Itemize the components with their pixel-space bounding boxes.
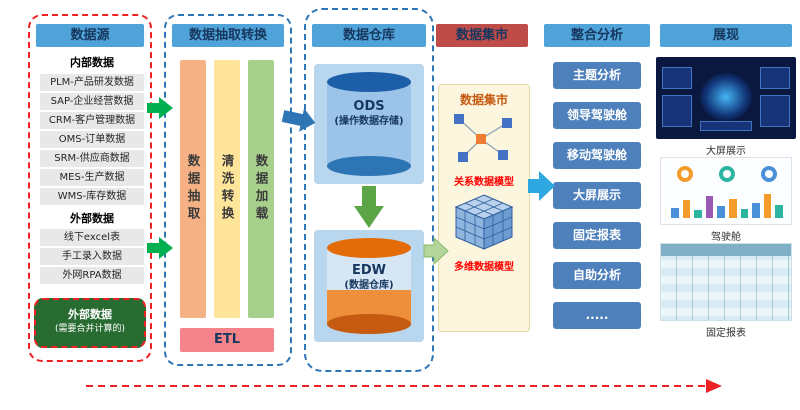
edw-cylinder-bottom xyxy=(327,314,411,334)
ods-cylinder-bottom xyxy=(327,156,411,176)
header-analysis: 整合分析 xyxy=(544,24,650,47)
edw-title: EDW xyxy=(351,263,386,278)
warehouse-column-border xyxy=(304,8,434,372)
analysis-item-leader-cockpit: 领导驾驶舱 xyxy=(553,102,641,129)
group-label-internal-data: 内部数据 xyxy=(70,56,114,69)
ods-title: ODS xyxy=(353,99,385,114)
etl-label: ETL xyxy=(180,328,274,352)
arrow-datamart-to-analysis xyxy=(528,171,555,201)
bigscreen-panel xyxy=(760,95,790,127)
edw-cylinder-top xyxy=(327,238,411,258)
bigscreen-preview-label: 大屏展示 xyxy=(706,146,746,157)
header-presentation: 展现 xyxy=(660,24,792,47)
data-mart-title: 数据集市 xyxy=(459,93,508,107)
bigscreen-panel xyxy=(662,67,692,89)
bigscreen-preview-image xyxy=(656,57,796,139)
gauge-donut xyxy=(719,166,735,182)
etl-bar-load: 数据加载 xyxy=(248,60,274,318)
cockpit-bar-chart xyxy=(671,192,783,218)
header-data-mart: 数据集市 xyxy=(436,24,528,47)
etl-bar-extract: 数据抽取 xyxy=(180,60,206,318)
ods-cylinder: ODS (操作数据存储) xyxy=(327,72,411,176)
data-source-item: MES-生产数据 xyxy=(40,169,144,186)
analysis-item-bigscreen: 大屏展示 xyxy=(553,182,641,209)
bottom-flow-arrowhead xyxy=(706,379,722,393)
data-source-item: PLM-产品研发数据 xyxy=(40,74,144,91)
external-merge-data-box: 外部数据 (需要合并计算的) xyxy=(34,298,146,348)
ods-text: ODS (操作数据存储) xyxy=(327,98,411,128)
data-source-item: 线下excel表 xyxy=(40,229,144,246)
header-data-source: 数据源 xyxy=(36,24,144,47)
report-preview-label: 固定报表 xyxy=(706,328,746,339)
data-source-item: 手工录入数据 xyxy=(40,248,144,265)
bigscreen-panel xyxy=(760,67,790,89)
group-label-external-data: 外部数据 xyxy=(70,212,114,225)
ods-cylinder-top xyxy=(327,72,411,92)
external-merge-data-subtitle: (需要合并计算的) xyxy=(54,324,126,334)
data-source-item: OMS-订单数据 xyxy=(40,131,144,148)
ods-cylinder-body xyxy=(327,82,411,166)
bigscreen-glow xyxy=(700,73,752,121)
analysis-item-theme-analysis: 主题分析 xyxy=(553,62,641,89)
multidim-model-label: 多维数据模型 xyxy=(454,262,514,273)
data-mart-box xyxy=(438,84,530,332)
data-source-item: WMS-库存数据 xyxy=(40,188,144,205)
edw-subtitle: (数据仓库) xyxy=(344,280,394,291)
header-warehouse: 数据仓库 xyxy=(312,24,426,47)
data-source-column-border xyxy=(28,14,152,362)
etl-column-border xyxy=(164,14,292,366)
data-source-item: CRM-客户管理数据 xyxy=(40,112,144,129)
cockpit-preview-label: 驾驶舱 xyxy=(711,232,741,243)
data-source-item: 外网RPA数据 xyxy=(40,267,144,284)
report-preview-image xyxy=(660,243,792,321)
etl-bar-clean-transform: 清洗转换 xyxy=(214,60,240,318)
bigscreen-panel xyxy=(662,95,692,127)
analysis-item-more: ..... xyxy=(553,302,641,329)
external-merge-data-title: 外部数据 xyxy=(68,308,112,321)
ods-subtitle: (操作数据存储) xyxy=(334,116,404,127)
edw-cylinder-body xyxy=(327,248,411,324)
gauge-donut xyxy=(761,166,777,182)
analysis-item-fixed-report: 固定报表 xyxy=(553,222,641,249)
data-source-item: SRM-供应商数据 xyxy=(40,150,144,167)
cockpit-preview-image xyxy=(660,157,792,225)
bigscreen-panel xyxy=(700,121,752,131)
gauge-donut xyxy=(677,166,693,182)
relational-model-label: 关系数据模型 xyxy=(454,177,514,188)
header-etl: 数据抽取转换 xyxy=(172,24,284,47)
analysis-item-self-service: 自助分析 xyxy=(553,262,641,289)
edw-text: EDW (数据仓库) xyxy=(327,262,411,292)
data-source-item: SAP-企业经营数据 xyxy=(40,93,144,110)
analysis-item-mobile-cockpit: 移动驾驶舱 xyxy=(553,142,641,169)
edw-cylinder: EDW (数据仓库) xyxy=(327,238,411,334)
